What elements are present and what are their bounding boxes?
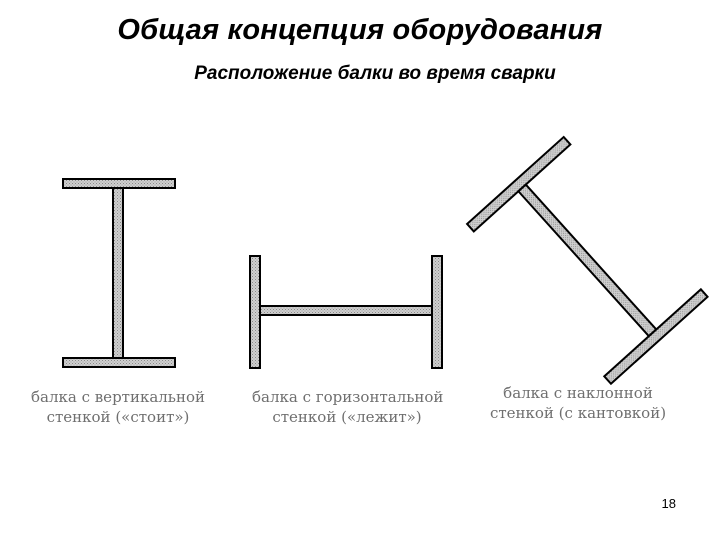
beam-vertical-bottom-flange xyxy=(62,357,176,368)
caption-vertical-line2: стенкой («стоит») xyxy=(46,408,190,426)
caption-horizontal-line2: стенкой («лежит») xyxy=(272,408,422,426)
beam-vertical-web-plate xyxy=(112,187,124,359)
caption-inclined-beam: балка с наклонной стенкой (с кантовкой) xyxy=(488,383,668,423)
caption-horizontal-beam: балка с горизонтальной стенкой («лежит») xyxy=(252,387,444,427)
caption-vertical-line1: балка с вертикальной xyxy=(30,388,206,406)
caption-inclined-line1: балка с наклонной xyxy=(503,384,653,402)
beam-horizontal-web-plate xyxy=(259,305,433,316)
beam-inclined-web xyxy=(465,135,709,386)
slide-title: Общая концепция оборудования xyxy=(117,14,603,46)
beam-horizontal-left-flange xyxy=(249,255,261,369)
slide-subtitle: Расположение балки во время сварки xyxy=(194,63,556,84)
beam-vertical-web xyxy=(62,178,176,368)
caption-horizontal-line1: балка с горизонтальной xyxy=(252,388,444,406)
caption-inclined-line2: стенкой (с кантовкой) xyxy=(489,404,667,422)
page-number: 18 xyxy=(661,496,676,511)
beam-inclined-web-plate xyxy=(516,183,658,338)
beam-inclined-bottom-flange xyxy=(602,287,709,386)
caption-vertical-beam: балка с вертикальной стенкой («стоит») xyxy=(28,387,208,427)
beam-horizontal-right-flange xyxy=(431,255,443,369)
beam-horizontal-web xyxy=(249,255,443,369)
beam-vertical-top-flange xyxy=(62,178,176,189)
